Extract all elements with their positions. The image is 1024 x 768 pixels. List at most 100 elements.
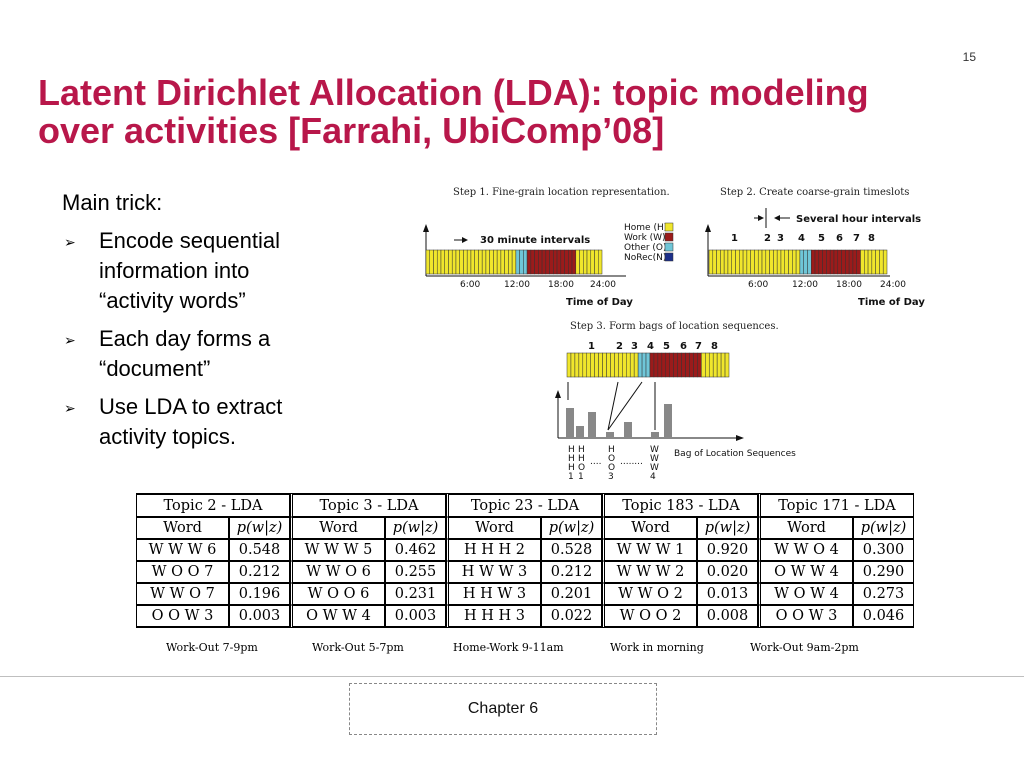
sequence-letter: W — [650, 445, 659, 455]
prob-header: p(w|z) — [541, 517, 602, 539]
location-cell — [504, 249, 509, 275]
activity-word-cell: W O W 4 — [758, 583, 853, 605]
location-cell — [440, 249, 445, 275]
slot-number: 7 — [853, 233, 860, 244]
location-cell — [712, 352, 718, 378]
location-cell — [637, 352, 643, 378]
activity-word-cell: W O O 6 — [290, 583, 385, 605]
location-cell — [673, 352, 678, 378]
activity-word-cell: H H H 3 — [446, 605, 541, 628]
location-cell — [882, 249, 888, 275]
location-cell — [720, 352, 726, 378]
location-cell — [602, 352, 607, 378]
location-cell — [661, 352, 667, 378]
location-cell — [799, 249, 804, 275]
location-cell — [807, 249, 812, 275]
legend-label: Work (W) — [624, 233, 666, 243]
bullet-arrow-icon: ➢ — [64, 332, 76, 348]
location-cell — [425, 249, 430, 275]
location-cell — [523, 249, 528, 275]
location-cell — [845, 249, 850, 275]
location-cell — [530, 249, 535, 275]
probability-cell: 0.003 — [385, 605, 446, 628]
location-cell — [723, 249, 729, 275]
probability-cell: 0.255 — [385, 561, 446, 583]
location-cell — [829, 249, 835, 275]
histogram-bar — [624, 422, 632, 438]
probability-cell: 0.920 — [697, 539, 758, 561]
location-cell — [716, 352, 722, 378]
activity-word-cell: W O O 2 — [602, 605, 697, 628]
step3-caption: Step 3. Form bags of location sequences. — [570, 321, 779, 332]
location-cell — [496, 249, 502, 275]
location-cell — [701, 352, 706, 378]
interval-label: 30 minute intervals — [480, 235, 590, 246]
probability-cell: 0.528 — [541, 539, 602, 561]
location-cell — [508, 249, 513, 275]
location-cell — [466, 249, 472, 275]
location-cell — [856, 249, 861, 275]
location-cell — [571, 249, 577, 275]
location-cell — [750, 249, 755, 275]
location-cell — [485, 249, 490, 275]
location-cell — [582, 352, 588, 378]
location-cell — [579, 249, 584, 275]
location-cell — [757, 249, 763, 275]
location-cell — [610, 352, 615, 378]
bullet-item: ➢Each day forms a“document” — [62, 324, 362, 384]
location-cell — [724, 352, 730, 378]
location-cell — [833, 249, 839, 275]
location-cell — [570, 352, 576, 378]
location-cell — [841, 249, 846, 275]
sequence-letter: H — [608, 445, 615, 455]
location-cell — [594, 249, 599, 275]
location-cell — [685, 352, 690, 378]
sequence-letter: O — [608, 454, 615, 464]
topic-name-header: Topic 183 - LDA — [602, 493, 758, 517]
location-cell — [697, 352, 702, 378]
location-cell — [436, 249, 442, 275]
location-cell — [444, 249, 449, 275]
probability-cell: 0.462 — [385, 539, 446, 561]
location-cell — [564, 249, 569, 275]
slot-number: 5 — [818, 233, 825, 244]
histogram-bar — [664, 404, 672, 438]
topic-name-header: Topic 2 - LDA — [136, 493, 290, 517]
location-cell — [448, 249, 453, 275]
location-cell — [852, 249, 857, 275]
slot-number: 2 — [764, 233, 771, 244]
probability-cell: 0.020 — [697, 561, 758, 583]
slot-number: 5 — [663, 341, 670, 352]
location-cell — [705, 352, 710, 378]
location-cell — [526, 249, 532, 275]
slot-number: 2 — [616, 341, 623, 352]
step1-caption: Step 1. Fine-grain location representati… — [453, 187, 670, 198]
activity-word-cell: H W W 3 — [446, 561, 541, 583]
location-cell — [566, 352, 572, 378]
location-cell — [586, 352, 591, 378]
location-cell — [665, 352, 670, 378]
location-cell — [629, 352, 635, 378]
sequence-letter: 4 — [650, 472, 656, 482]
sequence-letter: 1 — [568, 472, 574, 482]
sequence-letter: O — [608, 463, 615, 473]
location-cell — [575, 249, 580, 275]
location-cell — [459, 249, 464, 275]
location-cell — [594, 352, 599, 378]
sequence-letter: W — [650, 454, 659, 464]
bullet-text: Each day forms a — [99, 326, 271, 351]
interval-label: Several hour intervals — [796, 214, 921, 225]
probability-cell: 0.013 — [697, 583, 758, 605]
bullet-text: information into — [99, 258, 250, 283]
tick-label: 18:00 — [548, 280, 574, 290]
location-cell — [463, 249, 468, 275]
location-cell — [500, 249, 505, 275]
prob-header: p(w|z) — [385, 517, 446, 539]
bullet-text: activity topics. — [99, 424, 236, 449]
topic-name-header: Topic 171 - LDA — [758, 493, 914, 517]
location-cell — [515, 249, 520, 275]
probability-cell: 0.008 — [697, 605, 758, 628]
activity-word-cell: O O W 3 — [136, 605, 229, 628]
location-cell — [598, 352, 603, 378]
